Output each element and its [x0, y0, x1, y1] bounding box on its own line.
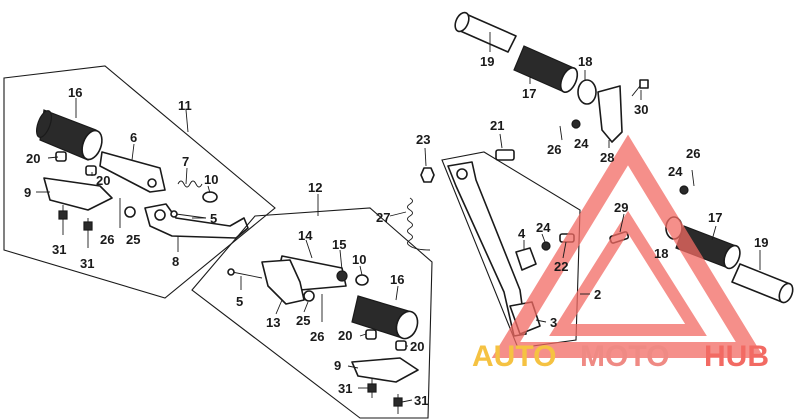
bolt-5-left: [170, 210, 207, 219]
label-18-top: 18: [578, 54, 592, 69]
label-10-left: 10: [204, 172, 218, 187]
spring-15: [336, 270, 348, 282]
label-19-right: 19: [754, 235, 768, 250]
nut-23: [420, 167, 435, 183]
label-31-left-b: 31: [80, 256, 94, 271]
collar-20-center-a: [365, 329, 377, 340]
label-6: 6: [130, 130, 137, 145]
watermark-text-hub: HUB: [704, 340, 769, 373]
label-26-center: 26: [310, 329, 324, 344]
part-labels: 16 11 6 20 20 7 10 9 5 26 25 31 31 8 19 …: [24, 54, 768, 408]
label-5-left: 5: [210, 211, 217, 226]
switch-4: [515, 247, 537, 271]
label-20-center-a: 20: [338, 328, 352, 343]
brake-pedal-8: [144, 203, 249, 239]
label-26-top: 26: [547, 142, 561, 157]
bolt-31-left-a: [58, 205, 68, 235]
label-28: 28: [600, 150, 614, 165]
label-9-left: 9: [24, 185, 31, 200]
bolt-31-center-a: [367, 378, 377, 398]
washer-24-right: [679, 185, 689, 195]
label-26-left: 26: [100, 232, 114, 247]
label-8: 8: [172, 254, 179, 269]
label-26-right: 26: [686, 146, 700, 161]
washer-24-top: [571, 119, 581, 129]
label-10-center: 10: [352, 252, 366, 267]
label-24-stand: 24: [536, 220, 551, 235]
label-20-left-a: 20: [26, 151, 40, 166]
group-11-outline: [3, 65, 276, 299]
washer-25-center: [303, 290, 315, 302]
pin-26-right: [691, 169, 695, 187]
label-18-right: 18: [654, 246, 668, 261]
group-2-outline: [441, 151, 581, 349]
footpeg-rubber-center: [351, 295, 419, 340]
label-7: 7: [182, 154, 189, 169]
guard-plate-9-center: [351, 357, 419, 383]
label-17-right: 17: [708, 210, 722, 225]
return-spring-27: [407, 197, 431, 251]
bolt-5-center: [227, 268, 263, 279]
label-20-left-b: 20: [96, 173, 110, 188]
bolt-31-center-b: [393, 394, 403, 414]
washer-24-stand: [541, 241, 551, 251]
bolt-30: [631, 79, 649, 97]
label-17-top: 17: [522, 86, 536, 101]
group-12-outline: [191, 207, 433, 419]
label-5-center: 5: [236, 294, 243, 309]
label-31-center-a: 31: [338, 381, 352, 396]
footpeg-rubber-left: [36, 109, 103, 161]
watermark-logo-mark: [491, 134, 765, 358]
label-31-left-a: 31: [52, 242, 66, 257]
label-9-center: 9: [334, 358, 341, 373]
label-4: 4: [518, 226, 526, 241]
cap-10-center: [355, 274, 369, 286]
label-21: 21: [490, 118, 504, 133]
watermark-text-moto: MOTO: [580, 340, 669, 373]
label-31-center-b: 31: [414, 393, 428, 408]
label-13: 13: [266, 315, 280, 330]
label-23: 23: [416, 132, 430, 147]
label-20-center-b: 20: [410, 339, 424, 354]
spring-7: [177, 180, 203, 188]
label-29: 29: [614, 200, 628, 215]
rubber-grip-19-right: [731, 263, 794, 304]
watermark-text-auto: AUTO: [472, 340, 556, 373]
guard-plate-9-left: [43, 177, 113, 211]
label-24-top: 24: [574, 136, 589, 151]
footpeg-rubber-17-right: [675, 225, 741, 270]
label-11: 11: [178, 98, 192, 113]
collar-20-left-b: [85, 165, 97, 176]
collar-20-center-b: [395, 340, 407, 351]
bolt-21: [495, 149, 515, 161]
side-stand-2: [447, 161, 527, 337]
pin-26-top: [559, 125, 563, 141]
label-12: 12: [308, 180, 322, 195]
bracket-13: [261, 259, 305, 305]
label-19-top: 19: [480, 54, 494, 69]
label-25-center: 25: [296, 313, 310, 328]
label-22: 22: [554, 259, 568, 274]
label-3: 3: [550, 315, 557, 330]
label-14: 14: [298, 228, 313, 243]
label-27: 27: [376, 210, 390, 225]
rubber-grip-19-top: [454, 11, 517, 53]
label-16-center: 16: [390, 272, 404, 287]
footpeg-rubber-17-top: [513, 45, 579, 94]
label-24-right: 24: [668, 164, 683, 179]
leader-lines: [36, 32, 761, 403]
label-25-left: 25: [126, 232, 140, 247]
label-16-left: 16: [68, 85, 82, 100]
label-15: 15: [332, 237, 346, 252]
label-2: 2: [594, 287, 601, 302]
collar-20-left-a: [55, 151, 67, 162]
washer-25-left: [124, 206, 136, 218]
step-arm-left: [99, 151, 166, 193]
cap-10-left: [202, 191, 218, 203]
washer-18-top: [577, 79, 597, 105]
bolt-31-left-b: [83, 218, 93, 248]
label-30: 30: [634, 102, 648, 117]
bracket-28: [597, 85, 623, 143]
